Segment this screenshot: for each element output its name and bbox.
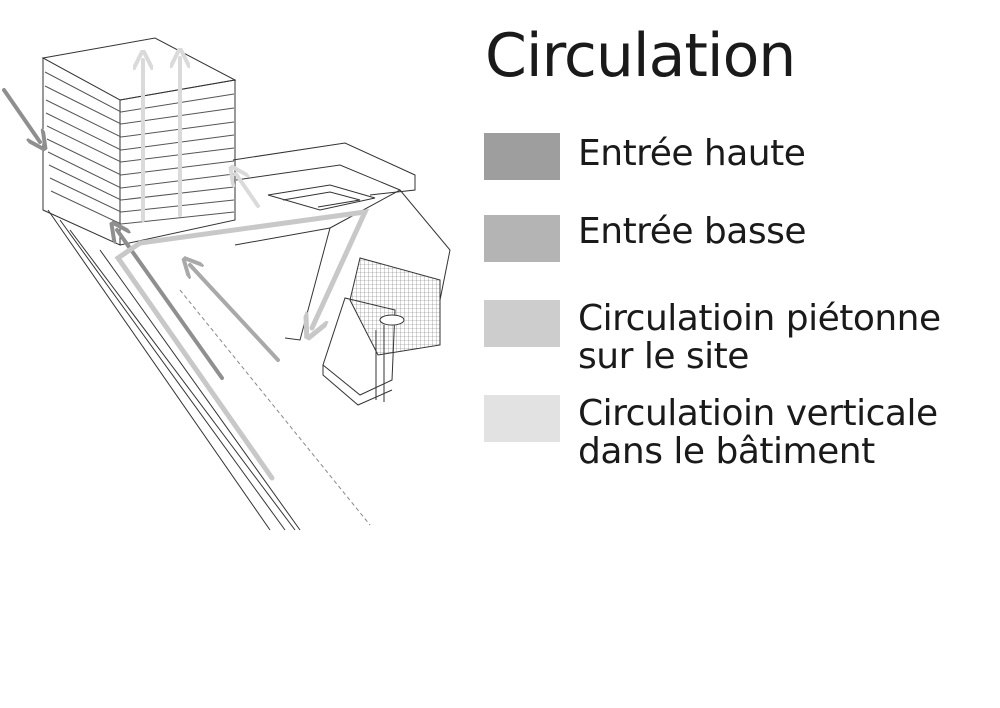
legend-label: Entrée haute (578, 133, 806, 174)
legend-swatch (484, 300, 560, 347)
legend-label-line: sur le site (578, 336, 749, 377)
legend-label-line: dans le bâtiment (578, 431, 875, 472)
entry-high-arrow (117, 230, 224, 380)
legend-label: Circulatioin verticale dans le bâtiment (578, 395, 938, 471)
circulation-arrows (2, 58, 370, 481)
legend-swatch (484, 215, 560, 262)
vertical-circulation-arrow (236, 174, 260, 208)
legend-swatch (484, 133, 560, 180)
street-edges (47, 209, 371, 531)
legend-label: Circulatioin piétonne sur le site (578, 300, 941, 376)
legend-label-line: Circulatioin piétonne (578, 298, 941, 339)
site-sketch (2, 37, 451, 531)
legend-label: Entrée basse (578, 211, 807, 252)
pedestrian-path (114, 208, 370, 481)
diagram-title: Circulation (485, 21, 796, 91)
legend-label-line: Entrée haute (578, 133, 806, 174)
entry-low-arrow (190, 265, 280, 362)
entry-high-arrow (2, 88, 40, 142)
legend-label-line: Entrée basse (578, 211, 807, 252)
podium-terrace (232, 142, 451, 341)
legend-swatch (484, 395, 560, 442)
legend-label-line: Circulatioin verticale (578, 393, 938, 434)
tower-building (41, 37, 237, 246)
hatched-plaza (322, 257, 441, 406)
